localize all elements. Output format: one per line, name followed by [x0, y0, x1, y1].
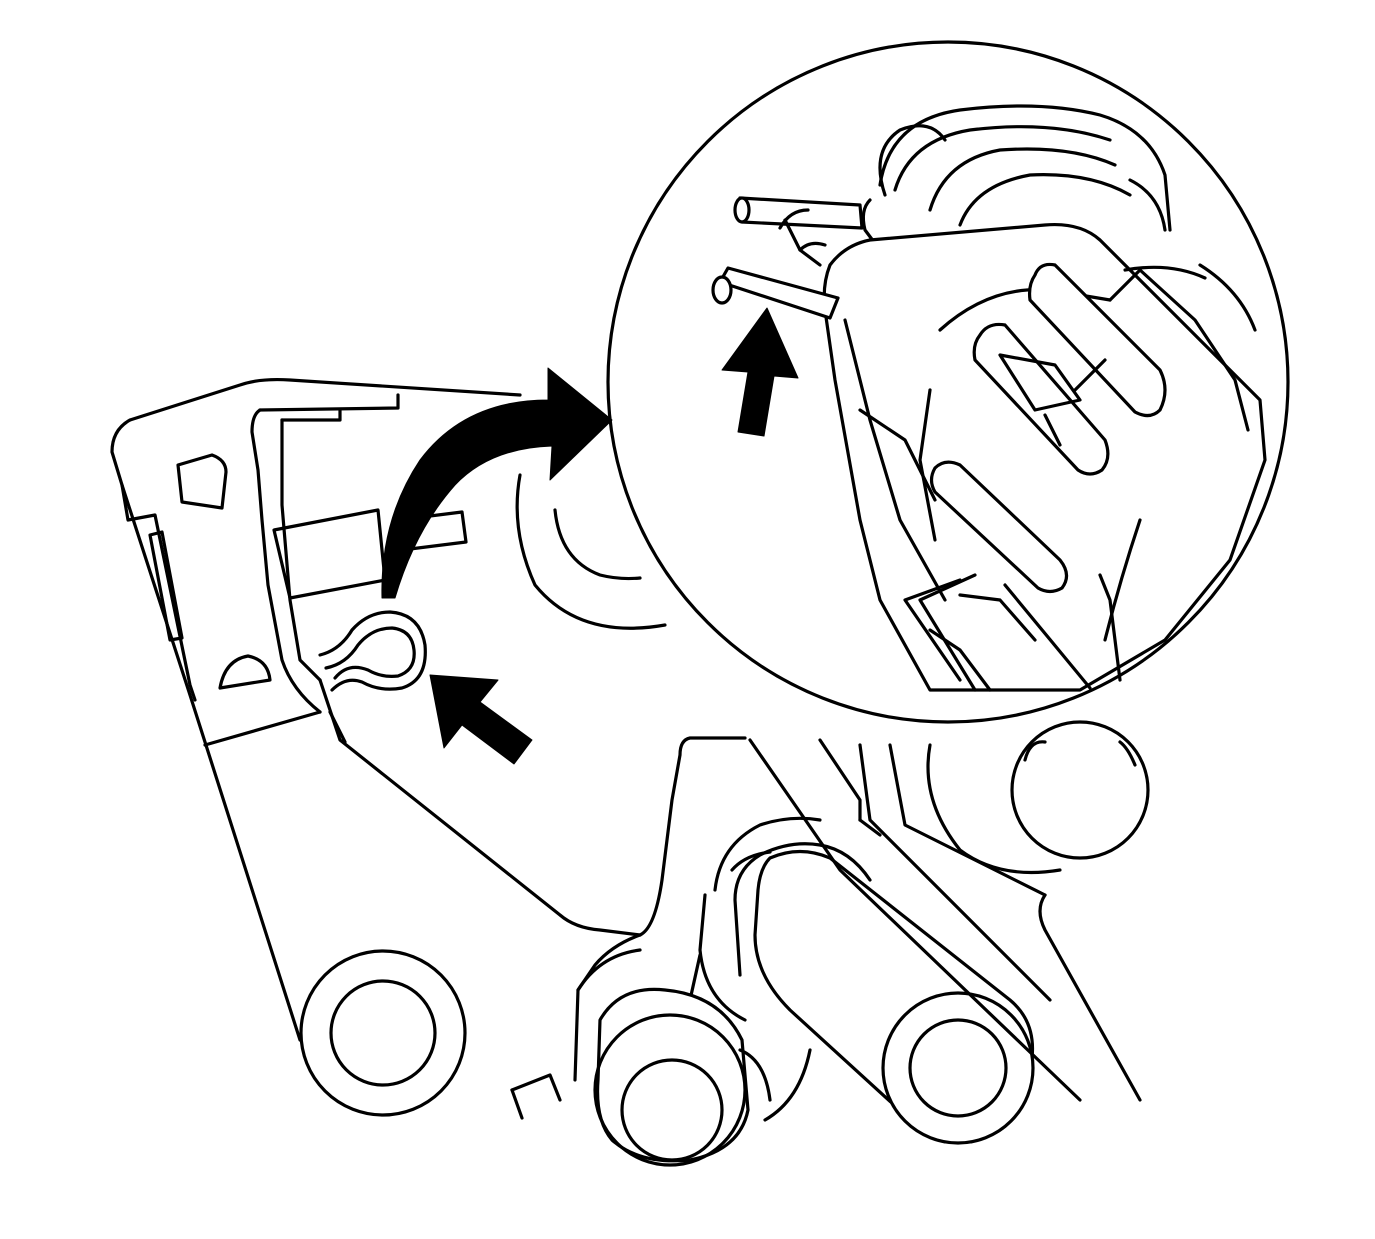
- detail-magnifier: [606, 40, 1290, 724]
- linkage-shaft: [510, 720, 1150, 1167]
- retaining-clip: [318, 610, 427, 692]
- connector-housing: [822, 104, 1267, 692]
- curved-arrow-icon: [381, 367, 613, 599]
- bracket-plate: [110, 377, 667, 1042]
- arrow-icon: [429, 674, 533, 765]
- lock-pin: [711, 196, 864, 320]
- arrow-icon: [721, 307, 799, 437]
- left-pivot: [299, 949, 467, 1117]
